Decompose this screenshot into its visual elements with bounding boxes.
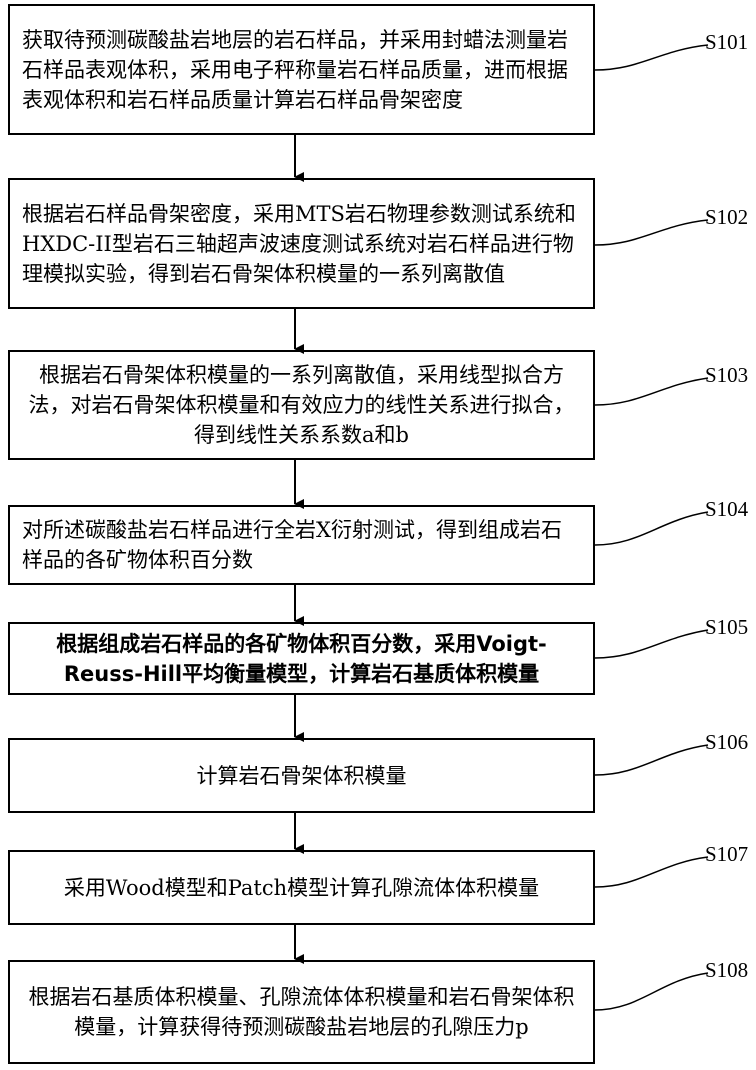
leader-s101 xyxy=(595,45,708,70)
leader-s102 xyxy=(595,220,708,245)
leader-s103 xyxy=(595,378,708,405)
step-label-s107: S107 xyxy=(705,842,748,866)
step-label-s105: S105 xyxy=(705,615,748,639)
step-label-s101: S101 xyxy=(705,30,748,54)
leader-s105 xyxy=(595,630,708,658)
label-leaders xyxy=(595,45,708,1010)
leader-s108 xyxy=(595,973,708,1010)
leader-s106 xyxy=(595,745,708,775)
step-label-s102: S102 xyxy=(705,205,748,229)
step-label-s108: S108 xyxy=(705,958,748,982)
leader-s104 xyxy=(595,512,708,545)
step-labels: S101 S102 S103 S104 S105 S106 S107 S108 xyxy=(705,30,749,982)
step-label-s103: S103 xyxy=(705,363,748,387)
leader-s107 xyxy=(595,857,708,887)
step-label-s106: S106 xyxy=(705,730,748,754)
step-label-s104: S104 xyxy=(705,497,749,521)
